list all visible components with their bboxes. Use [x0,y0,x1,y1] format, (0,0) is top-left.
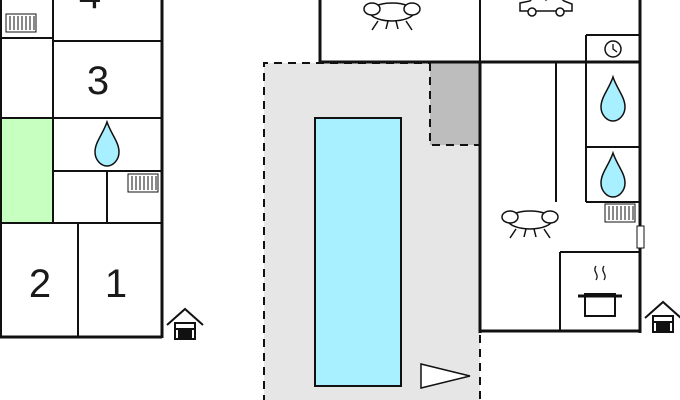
radiator-icon [604,203,636,223]
grey-block [430,63,480,145]
door-marker [636,225,645,249]
room-number-1: 1 [105,262,127,306]
radiator-icon [5,13,37,33]
green-room [0,118,53,223]
water-drop-icon [600,76,626,122]
water-drop-icon [94,121,120,167]
room-number-3: 3 [87,59,109,103]
direction-triangle-icon [420,363,471,389]
room-number-4: 4 [79,0,101,17]
car-icon [519,0,573,17]
house-entrance-icon [166,308,204,340]
right-building [318,0,645,333]
sofa-icon [363,2,421,31]
pool-area [263,62,481,400]
house-entrance-icon [644,301,680,333]
left-building: 4 3 2 1 [0,0,164,339]
radiator-icon [127,173,159,193]
swimming-pool [314,117,402,387]
sofa-icon [501,210,559,239]
cooking-pot-icon [578,265,622,317]
water-drop-icon [600,152,626,198]
clock-icon [604,40,622,58]
room-number-2: 2 [29,262,51,306]
